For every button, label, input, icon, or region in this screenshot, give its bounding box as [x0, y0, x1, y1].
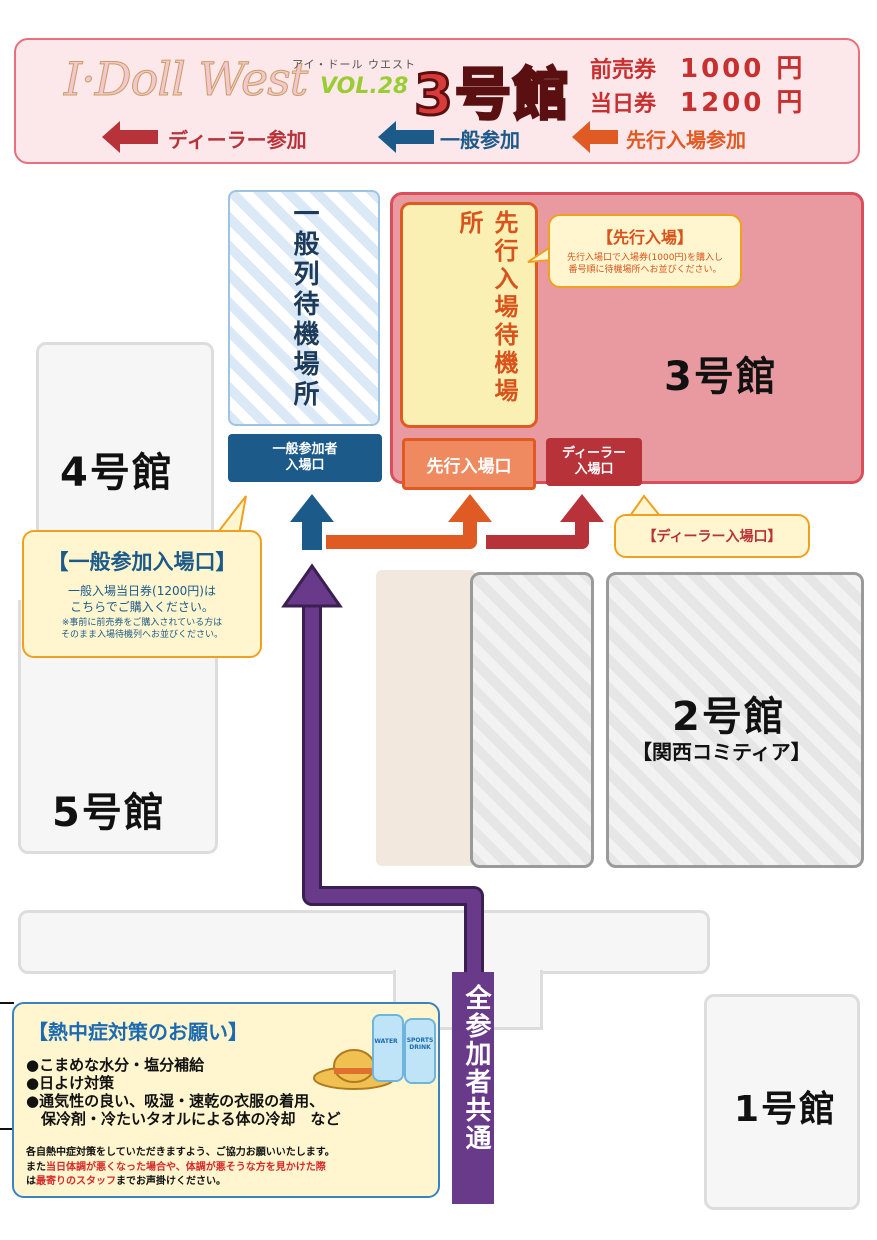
hall-1-building [704, 994, 860, 1210]
general-callout-body: 一般入場当日券(1200円)は こちらでご購入ください。 [68, 584, 216, 614]
door-ticket-label: 当日券 [590, 92, 657, 117]
common-route-label-box [452, 972, 494, 1204]
header-hall-title: 3号館 [413, 62, 571, 130]
dealer-route-arrowhead-icon [560, 494, 604, 522]
heat-item-1: ●こまめな水分・塩分補給 [26, 1056, 205, 1074]
dealer-callout: 【ディーラー入場口】 [614, 514, 810, 558]
hall-2-label: 2号館 [672, 694, 786, 740]
event-volume: VOL.28 [320, 74, 409, 99]
heat-notice-list: ●こまめな水分・塩分補給 ●日よけ対策 ●通気性の良い、吸湿・速乾の衣服の着用、… [26, 1056, 341, 1128]
common-route-label: 全参加者共通 [461, 984, 491, 1152]
general-legend-arrow-icon [378, 121, 434, 153]
general-callout-note: ※事前に前売券をご購入されている方は そのまま入場待機列へお並びください。 [60, 618, 223, 640]
event-logo: I·Doll West [63, 52, 308, 107]
hall-4-label: 4号館 [60, 450, 174, 496]
priority-entrance: 先行入場口 [402, 438, 536, 490]
hall-2-section-a [470, 572, 594, 868]
heat-footer-line-2: また当日体調が悪くなった場合や、体調が悪そうな方を見かけた際 [26, 1161, 326, 1173]
general-callout-title: 【一般参加入場口】 [47, 550, 237, 574]
priority-route-path [326, 516, 477, 549]
priority-queue-area [400, 202, 538, 428]
legend-dealer: ディーラー参加 [168, 128, 307, 152]
priority-callout: 【先行入場】 先行入場口で入場券(1000円)を購入し 番号順に待機場所へお並び… [548, 214, 742, 288]
hall-5-label: 5号館 [52, 790, 166, 836]
water-bottle-icon: WATER [372, 1014, 404, 1082]
priority-queue-label: 先行入場待機場所 [455, 210, 518, 406]
heat-item-3: ●通気性の良い、吸湿・速乾の衣服の着用、 [26, 1092, 325, 1110]
general-queue-label: 一般列待機場所 [289, 200, 319, 410]
advance-ticket-price: 1000 円 [680, 54, 806, 84]
heat-notice: 【熱中症対策のお願い】 ●こまめな水分・塩分補給 ●日よけ対策 ●通気性の良い、… [12, 1002, 440, 1198]
notice-line-bottom [0, 1128, 14, 1130]
hall-3-label: 3号館 [664, 354, 778, 400]
walkway-building [18, 910, 710, 974]
priority-callout-title: 【先行入場】 [596, 228, 693, 247]
hall-2-event-label: 【関西コミティア】 [632, 740, 811, 764]
hall-2-annex [376, 570, 476, 866]
priority-route-arrowhead-icon [448, 494, 492, 522]
dealer-callout-title: 【ディーラー入場口】 [642, 529, 782, 545]
door-ticket-price: 1200 円 [680, 88, 806, 118]
general-route-arrowhead-icon [290, 494, 334, 522]
priority-legend-arrow-icon [572, 121, 618, 153]
common-route-arrowhead-icon [281, 563, 343, 608]
dealer-route-path [486, 516, 589, 549]
hall-2-section-b [606, 572, 864, 868]
event-logo-reading: アイ・ドール ウエスト [292, 58, 416, 71]
heat-notice-footer: 各自熱中症対策をしていただきますよう、ご協力お願いいたします。 また当日体調が悪… [26, 1146, 335, 1190]
dealer-entrance: ディーラー 入場口 [546, 438, 642, 486]
heat-footer-line-1: 各自熱中症対策をしていただきますよう、ご協力お願いいたします。 [26, 1147, 335, 1158]
sports-drink-bottle-icon: SPORTS DRINK [404, 1018, 436, 1084]
legend-general: 一般参加 [440, 128, 520, 152]
heat-item-4: 保冷剤・冷たいタオルによる体の冷却 など [26, 1110, 341, 1128]
heat-footer-line-3: は最寄りのスタッフまでお声掛けください。 [26, 1176, 226, 1187]
general-callout: 【一般参加入場口】 一般入場当日券(1200円)は こちらでご購入ください。 ※… [22, 530, 262, 658]
hall-1-label: 1号館 [734, 1089, 838, 1130]
legend-priority: 先行入場参加 [626, 128, 746, 152]
priority-callout-body: 先行入場口で入場券(1000円)を購入し 番号順に待機場所へお並びください。 [567, 253, 723, 276]
heat-notice-title: 【熱中症対策のお願い】 [28, 1020, 248, 1044]
general-queue-area [228, 190, 380, 426]
heat-item-2: ●日よけ対策 [26, 1074, 115, 1092]
notice-line-top [0, 1002, 14, 1004]
advance-ticket-label: 前売券 [590, 58, 657, 83]
general-entrance: 一般参加者 入場口 [228, 434, 382, 482]
dealer-legend-arrow-icon [102, 121, 158, 153]
general-route-shaft [302, 520, 322, 550]
dealer-callout-tail [628, 494, 663, 517]
